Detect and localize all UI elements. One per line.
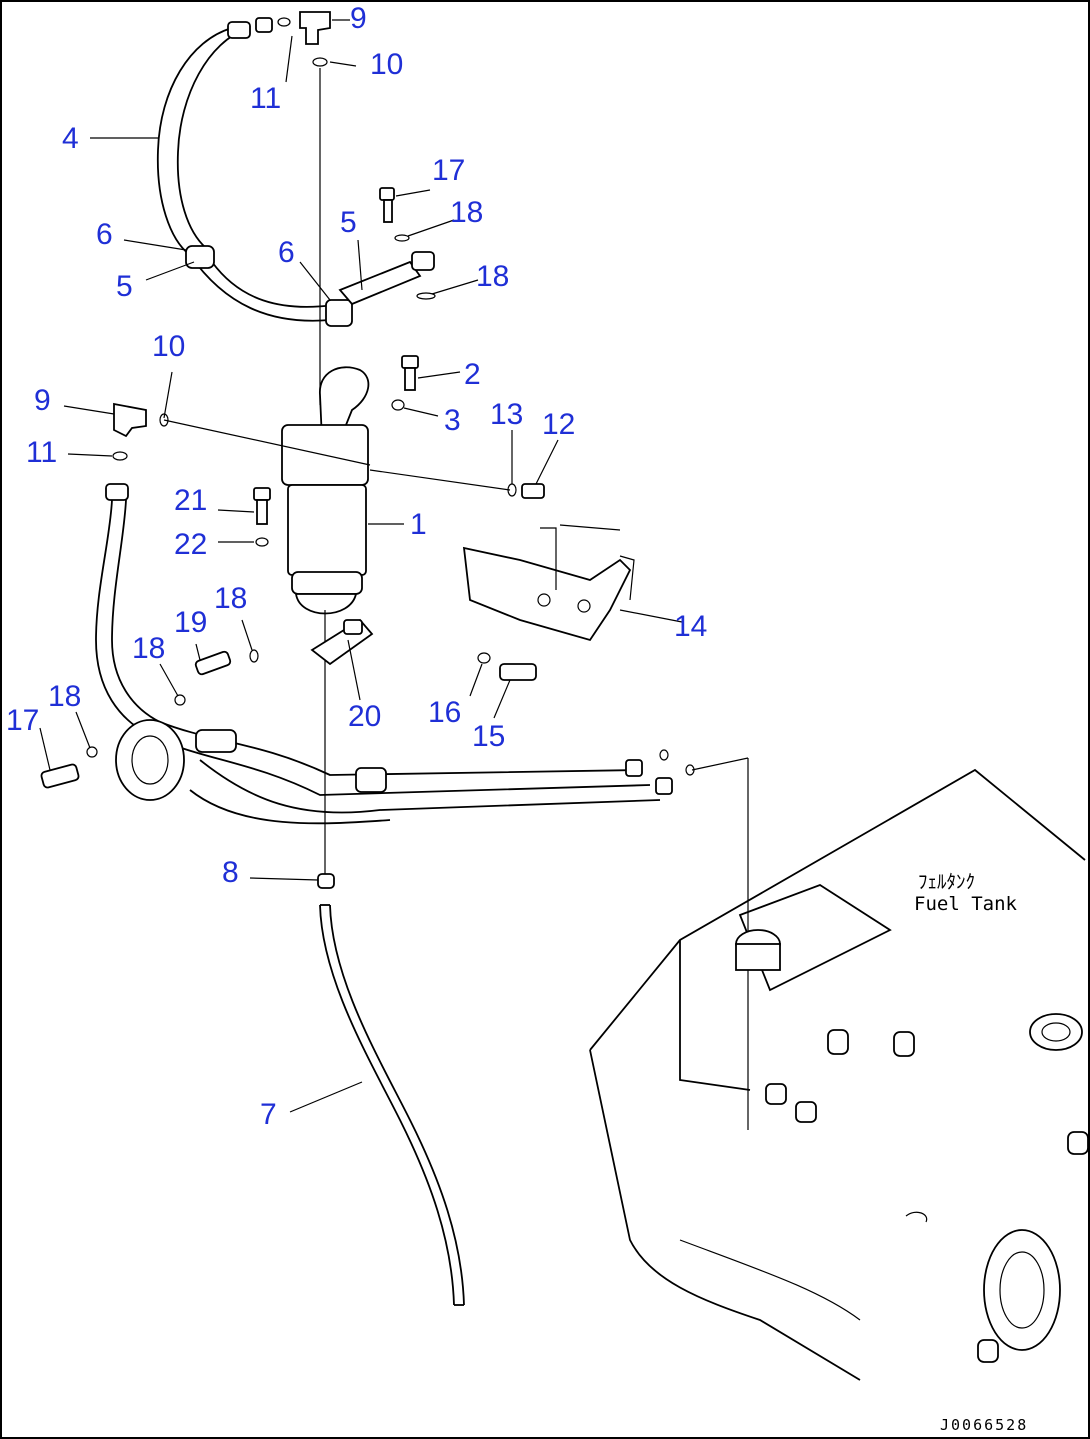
- callout-10-top: 10: [370, 48, 403, 81]
- callout-21: 21: [174, 484, 207, 517]
- bolt-12: [521, 483, 545, 499]
- washer-16: [477, 652, 491, 664]
- callout-12: 12: [542, 408, 575, 441]
- callout-22: 22: [174, 528, 207, 561]
- drain-fitting-8: [317, 873, 335, 889]
- callout-18-b: 18: [132, 632, 165, 665]
- lower-left-hose: [40, 483, 695, 825]
- callouts: 9 10 11 4 17 18 5 6 5 6 18 10 2 9 3 13 1…: [6, 2, 707, 1131]
- bolt-21: [253, 487, 271, 525]
- elbow-fitting-top: [277, 11, 331, 45]
- callout-6-left: 6: [96, 218, 113, 251]
- bracket-14: [462, 524, 635, 642]
- callout-5-mid: 5: [340, 206, 357, 239]
- callout-4: 4: [62, 122, 79, 155]
- callout-1: 1: [410, 508, 427, 541]
- bolt-2: [401, 355, 419, 391]
- clamp-20: [310, 618, 374, 666]
- callout-15: 15: [472, 720, 505, 753]
- washer-3: [391, 399, 405, 411]
- callout-18-top: 18: [450, 196, 483, 229]
- tank-label-en: Fuel Tank: [914, 893, 1018, 915]
- callout-9-top: 9: [350, 2, 367, 35]
- callout-16: 16: [428, 696, 461, 729]
- callout-18-mid: 18: [476, 260, 509, 293]
- callout-2: 2: [464, 358, 481, 391]
- callout-9-left: 9: [34, 384, 51, 417]
- callout-11-top: 11: [250, 82, 281, 115]
- callout-11-left: 11: [26, 436, 57, 469]
- hose-clamp-mid: [338, 187, 436, 306]
- callout-18-c: 18: [48, 680, 81, 713]
- reference-code: J0066528: [940, 1416, 1028, 1434]
- drain-hose-7: [319, 904, 465, 1306]
- washer-22: [255, 537, 269, 547]
- callout-7: 7: [260, 1098, 277, 1131]
- callout-10-mid: 10: [152, 330, 185, 363]
- callout-20: 20: [348, 700, 381, 733]
- leader-lines: [39, 19, 683, 1113]
- tank-label-jp: ﾌｪﾙﾀﾝｸ: [918, 871, 975, 893]
- elbow-fitting-left: [112, 402, 169, 461]
- callout-17-low: 17: [6, 704, 39, 737]
- o-ring-top: [312, 57, 328, 67]
- callout-17-top: 17: [432, 154, 465, 187]
- callout-6-mid: 6: [278, 236, 295, 269]
- callout-18-a: 18: [214, 582, 247, 615]
- callout-14: 14: [674, 610, 707, 643]
- callout-3: 3: [444, 404, 461, 437]
- fuel-filter: [281, 366, 370, 875]
- bolt-15: [499, 663, 537, 681]
- fuel-tank: [589, 768, 1089, 1381]
- callout-8: 8: [222, 856, 239, 889]
- callout-13: 13: [490, 398, 523, 431]
- callout-19: 19: [174, 606, 207, 639]
- callout-5-left: 5: [116, 270, 133, 303]
